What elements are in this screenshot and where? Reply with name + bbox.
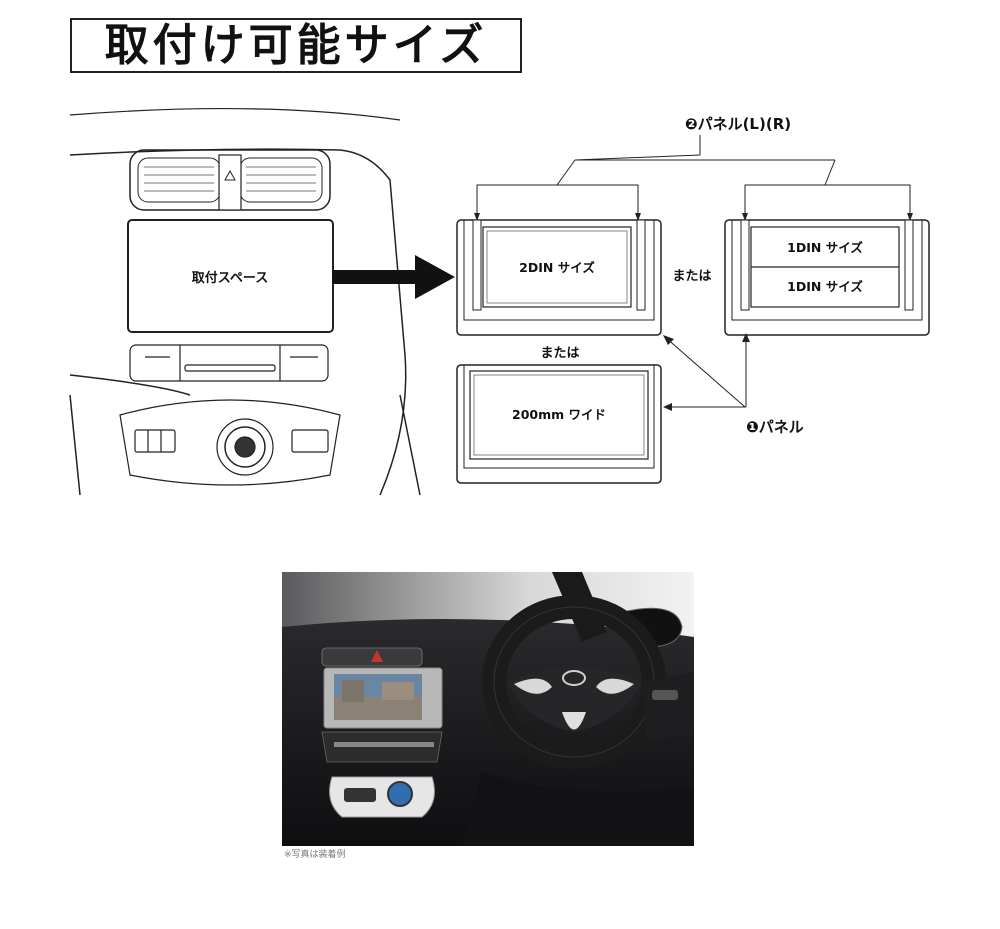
panel-lr-label: ❷パネル(L)(R) bbox=[685, 115, 791, 133]
size-1din-bottom-label: 1DIN サイズ bbox=[787, 279, 863, 294]
size-1din-top-label: 1DIN サイズ bbox=[787, 240, 863, 255]
size-200mm-label: 200mm ワイド bbox=[512, 407, 606, 422]
installation-photo bbox=[282, 572, 694, 846]
installation-diagram: 取付スペース 2DIN サイズ または 1DIN サイズ 1DIN bbox=[69, 107, 930, 496]
title-box: 取付け可能サイズ bbox=[70, 18, 522, 73]
shift-knob bbox=[387, 781, 413, 807]
panel-1din-double bbox=[724, 219, 930, 336]
panel-label: ❶パネル bbox=[746, 418, 804, 436]
leader-lines bbox=[474, 135, 913, 411]
toyota-logo bbox=[562, 670, 586, 686]
size-2din-label: 2DIN サイズ bbox=[519, 260, 595, 275]
photo-caption: ※写真は装着例 bbox=[284, 850, 346, 860]
or-label-right: または bbox=[672, 269, 711, 284]
hazard-icon bbox=[224, 169, 236, 181]
panel-2din bbox=[456, 219, 662, 336]
panel-200mm bbox=[456, 364, 662, 484]
hazard-button-icon bbox=[371, 650, 383, 662]
climate-panel bbox=[129, 344, 329, 382]
page-title: 取付け可能サイズ bbox=[104, 19, 488, 71]
or-label-bottom: または bbox=[540, 346, 579, 361]
mount-space-label: 取付スペース bbox=[192, 270, 268, 286]
arrow-right-icon bbox=[332, 255, 455, 299]
vent-unit bbox=[129, 149, 331, 211]
console-unit bbox=[119, 399, 341, 486]
